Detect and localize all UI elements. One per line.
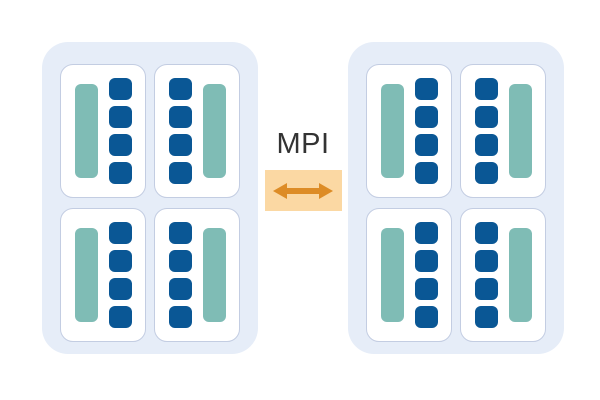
core-column [474,222,498,328]
double-headed-horizontal-arrow-icon [272,180,334,202]
core-square [474,278,498,300]
socket-card [366,208,452,342]
socket-card [60,64,146,198]
memory-bar [74,84,98,178]
node-right [348,42,564,354]
memory-bar [74,228,98,322]
core-column [414,222,438,328]
core-square [108,250,132,272]
core-square [108,306,132,328]
core-square [168,278,192,300]
core-column [474,78,498,184]
core-square [108,278,132,300]
core-square [168,162,192,184]
memory-bar [380,84,404,178]
socket-card [460,64,546,198]
core-column [168,78,192,184]
memory-bar [508,84,532,178]
core-square [414,162,438,184]
core-column [108,222,132,328]
core-square [474,106,498,128]
core-square [474,134,498,156]
socket-card [154,208,240,342]
memory-bar [508,228,532,322]
mpi-label: MPI [276,128,330,160]
node-left [42,42,258,354]
core-column [414,78,438,184]
core-square [474,78,498,100]
core-square [168,78,192,100]
core-square [108,106,132,128]
mpi-arrow-box [264,170,342,211]
core-square [168,306,192,328]
core-square [474,306,498,328]
core-square [414,78,438,100]
core-square [474,222,498,244]
core-square [414,106,438,128]
core-square [108,162,132,184]
socket-card [60,208,146,342]
core-square [414,278,438,300]
core-square [414,250,438,272]
core-square [474,162,498,184]
socket-card [154,64,240,198]
core-square [414,134,438,156]
core-square [108,78,132,100]
mpi-interconnect: MPI [258,130,348,225]
core-square [168,106,192,128]
core-square [474,250,498,272]
core-square [168,250,192,272]
core-square [108,222,132,244]
core-square [108,134,132,156]
core-square [414,222,438,244]
core-column [108,78,132,184]
core-square [168,134,192,156]
memory-bar [380,228,404,322]
socket-card [366,64,452,198]
memory-bar [202,84,226,178]
core-square [414,306,438,328]
socket-card [460,208,546,342]
memory-bar [202,228,226,322]
core-column [168,222,192,328]
core-square [168,222,192,244]
